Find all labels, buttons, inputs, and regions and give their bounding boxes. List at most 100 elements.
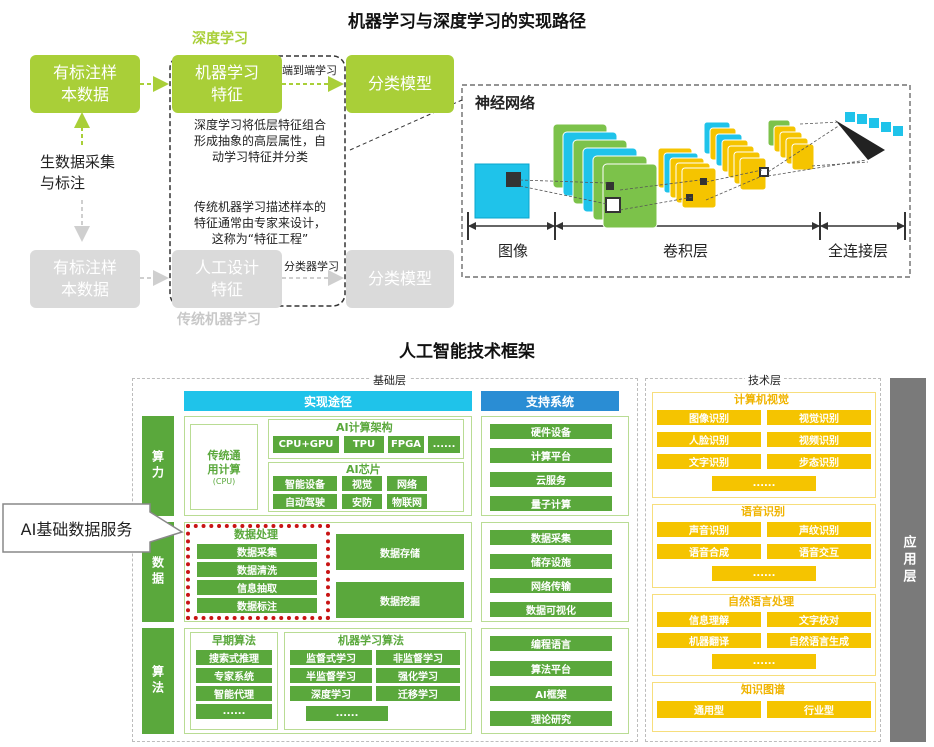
app-layer-bar: 应用层 <box>890 378 926 742</box>
support-item: 理论研究 <box>490 711 612 726</box>
speech-item: 声纹识别 <box>767 522 871 537</box>
arch-item: ...... <box>428 436 460 453</box>
nlp-item: ...... <box>712 654 816 669</box>
classifier-learning-label: 分类器学习 <box>284 260 339 273</box>
proc-item: 信息抽取 <box>197 580 317 595</box>
gray-labeled-data-box: 有标注样 本数据 <box>30 250 140 308</box>
early-item: 智能代理 <box>196 686 272 701</box>
row-algo: 算法 <box>142 628 174 734</box>
support-item: AI框架 <box>490 686 612 701</box>
proc-item: 数据标注 <box>197 598 317 613</box>
traditional-compute: 传统通 用计算 (CPU) <box>190 424 258 510</box>
speech-title: 语音识别 <box>741 505 785 518</box>
chip-item: 自动驾驶 <box>273 494 337 509</box>
speech-item: 声音识别 <box>657 522 761 537</box>
algo-panel <box>184 628 472 734</box>
dl-note: 深度学习将低层特征组合 形成抽象的高层属性，自 动学习特征并分类 <box>193 118 326 164</box>
support-item: 硬件设备 <box>490 424 612 439</box>
chip-item: 智能设备 <box>273 476 337 491</box>
kg-panel <box>652 682 876 732</box>
top-title: 机器学习与深度学习的实现路径 <box>348 12 586 32</box>
data-proc-title: 数据处理 <box>234 528 278 541</box>
arch-item: CPU+GPU <box>273 436 339 453</box>
cpu-label: (CPU) <box>212 476 236 486</box>
row-compute: 算力 <box>142 416 174 516</box>
mla-item: 强化学习 <box>376 668 460 683</box>
chip-item: 视觉 <box>342 476 382 491</box>
support-header: 支持系统 <box>481 391 619 411</box>
speech-panel <box>652 504 876 588</box>
support-panel-3 <box>481 628 629 734</box>
support-item: 数据采集 <box>490 530 612 545</box>
cv-item: 图像识别 <box>657 410 761 425</box>
compute-panel <box>184 416 472 516</box>
early-title: 早期算法 <box>212 634 256 647</box>
cv-panel <box>652 392 876 498</box>
proc-item: 数据清洗 <box>197 562 317 577</box>
support-panel-1 <box>481 416 629 516</box>
early-item: ...... <box>196 704 272 719</box>
mla-item: ...... <box>306 706 388 721</box>
impl-header: 实现途径 <box>184 391 472 411</box>
support-item: 算法平台 <box>490 661 612 676</box>
speech-item: ...... <box>712 566 816 581</box>
mla-item: 非监督学习 <box>376 650 460 665</box>
nlp-item: 机器翻译 <box>657 633 761 648</box>
nn-fc-label: 全连接层 <box>828 242 889 260</box>
framework-title: 人工智能技术框架 <box>399 342 535 362</box>
speech-item: 语音交互 <box>767 544 871 559</box>
chip-item: 物联网 <box>387 494 427 509</box>
proc-item: 数据采集 <box>197 544 317 559</box>
mla-title: 机器学习算法 <box>338 634 404 647</box>
support-item: 网络传输 <box>490 578 612 593</box>
cv-item: 视觉识别 <box>767 410 871 425</box>
cv-item: 文字识别 <box>657 454 761 469</box>
raw-data-label: 生数据采集 与标注 <box>40 153 116 192</box>
ai-chip-title: AI芯片 <box>346 463 381 476</box>
cv-item: 视频识别 <box>767 432 871 447</box>
data-mine-box: 数据挖掘 <box>336 582 464 618</box>
mla-item: 深度学习 <box>290 686 372 701</box>
support-item: 云服务 <box>490 472 612 487</box>
nlp-item: 自然语言生成 <box>767 633 871 648</box>
kg-title: 知识图谱 <box>741 683 785 696</box>
traditional-compute-label: 传统通 用计算 <box>207 448 241 476</box>
deep-learning-label: 深度学习 <box>192 31 248 47</box>
arch-item: FPGA <box>388 436 424 453</box>
cv-item: ...... <box>712 476 816 491</box>
top-connectors <box>74 55 911 307</box>
callout-label: AI基础数据服务 <box>20 520 133 539</box>
chip-item: 网络 <box>387 476 427 491</box>
mla-item: 半监督学习 <box>290 668 372 683</box>
mla-item: 迁移学习 <box>376 686 460 701</box>
support-item: 计算平台 <box>490 448 612 463</box>
gray-classifier-box: 分类模型 <box>346 250 454 308</box>
nlp-panel <box>652 594 876 676</box>
mla-item: 监督式学习 <box>290 650 372 665</box>
support-panel-2 <box>481 522 629 622</box>
early-item: 搜索式推理 <box>196 650 272 665</box>
tech-layer-label: 技术层 <box>745 372 784 388</box>
speech-item: 语音合成 <box>657 544 761 559</box>
base-layer-label: 基础层 <box>370 372 409 388</box>
nn-conv-label: 卷积层 <box>663 242 709 260</box>
arch-item: TPU <box>344 436 384 453</box>
support-item: 编程语言 <box>490 636 612 651</box>
labeled-data-box: 有标注样 本数据 <box>30 55 140 113</box>
manual-feature-box: 人工设计 特征 <box>172 250 282 308</box>
cv-title: 计算机视觉 <box>734 393 789 406</box>
chip-item: 安防 <box>342 494 382 509</box>
support-item: 储存设施 <box>490 554 612 569</box>
kg-item: 通用型 <box>657 701 761 718</box>
nlp-item: 信息理解 <box>657 612 761 627</box>
support-item: 数据可视化 <box>490 602 612 617</box>
ai-arch-title: AI计算架构 <box>336 421 393 434</box>
nlp-title: 自然语言处理 <box>728 595 794 608</box>
classifier-model-box: 分类模型 <box>346 55 454 113</box>
traditional-ml-label: 传统机器学习 <box>177 312 261 328</box>
support-item: 量子计算 <box>490 496 612 511</box>
cv-item: 人脸识别 <box>657 432 761 447</box>
data-panel <box>184 522 472 622</box>
nlp-item: 文字校对 <box>767 612 871 627</box>
end-to-end-label: 端到端学习 <box>282 64 337 77</box>
